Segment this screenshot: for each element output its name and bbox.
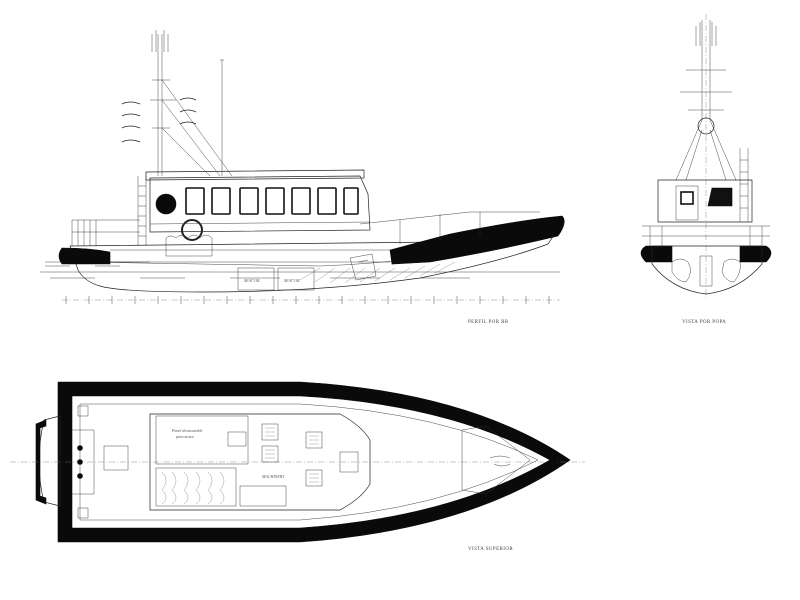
profile-console bbox=[349, 253, 377, 281]
plan-seats bbox=[261, 423, 323, 487]
stern-fender-right bbox=[739, 245, 772, 263]
stern-fender-left bbox=[640, 245, 673, 263]
panel-note-1: Panel desmontable bbox=[171, 428, 203, 433]
profile-cabin-sill bbox=[149, 221, 371, 225]
plan-view: Panel desmontable para motor MACHINERY V… bbox=[10, 381, 585, 552]
profile-cabin-roof bbox=[145, 169, 365, 181]
profile-fender bbox=[58, 247, 111, 265]
station-baseline bbox=[62, 296, 560, 304]
engine-room-label: MACHINERY bbox=[261, 474, 285, 479]
profile-caption: PERFIL POR BR bbox=[468, 320, 509, 325]
hull-keel-hatch bbox=[299, 261, 456, 284]
plan-galley bbox=[239, 485, 287, 507]
plan-bow-anchor bbox=[489, 455, 511, 467]
stern-door bbox=[675, 185, 699, 221]
stern-rail bbox=[642, 225, 770, 246]
plan-stern-platform bbox=[38, 415, 61, 507]
stern-radar bbox=[697, 117, 715, 135]
profile-mast bbox=[150, 30, 233, 177]
plan-hatch-aft bbox=[103, 445, 129, 471]
stern-door-window bbox=[680, 191, 694, 205]
panel-note-2: para motor bbox=[175, 434, 195, 439]
stern-mast bbox=[675, 20, 737, 181]
plan-stern-platform-black bbox=[35, 419, 47, 505]
plan-bow-hatch bbox=[461, 425, 531, 495]
plan-bitt-2 bbox=[77, 507, 89, 519]
life-ring bbox=[181, 219, 203, 241]
plan-deck-edge bbox=[79, 403, 539, 521]
stern-caption: VISTA POR POPA bbox=[682, 320, 726, 325]
plan-bow-cleat bbox=[548, 458, 556, 466]
plan-engine-hatch bbox=[155, 415, 249, 465]
stern-view: VISTA POR POPA bbox=[640, 14, 772, 325]
plan-stern-fittings bbox=[77, 445, 83, 479]
profile-engine-block bbox=[165, 234, 213, 257]
plan-bitt-1 bbox=[77, 405, 89, 417]
stern-jets bbox=[671, 255, 741, 287]
tank-label-right: SEAT OIL bbox=[284, 278, 301, 283]
plan-console bbox=[227, 431, 247, 447]
plan-caption: VISTA SUPERIOR bbox=[468, 547, 513, 552]
tank-label-left: SEAT OIL bbox=[244, 278, 261, 283]
profile-fender-bow bbox=[389, 215, 565, 265]
plan-engines bbox=[155, 467, 237, 507]
profile-fender-mid bbox=[110, 249, 390, 263]
profile-porthole bbox=[155, 193, 177, 215]
plan-cabin bbox=[149, 413, 371, 511]
stern-transom bbox=[651, 245, 763, 295]
stern-cabin bbox=[657, 179, 753, 223]
tank-box-left bbox=[237, 267, 275, 291]
profile-ladder bbox=[137, 176, 147, 246]
profile-antennae bbox=[121, 97, 197, 143]
profile-cabin bbox=[149, 175, 371, 233]
profile-deck-rail bbox=[71, 219, 140, 246]
profile-view: SEAT OIL SEAT OIL PERFIL POR BR bbox=[40, 30, 565, 325]
profile-bow-rail bbox=[359, 211, 540, 244]
stern-window bbox=[707, 187, 733, 207]
stern-ladder bbox=[739, 148, 749, 222]
plan-aft-rail bbox=[72, 429, 95, 495]
tank-box-right bbox=[277, 267, 315, 291]
profile-cabin-windows bbox=[185, 187, 359, 215]
plan-helm bbox=[339, 451, 359, 473]
